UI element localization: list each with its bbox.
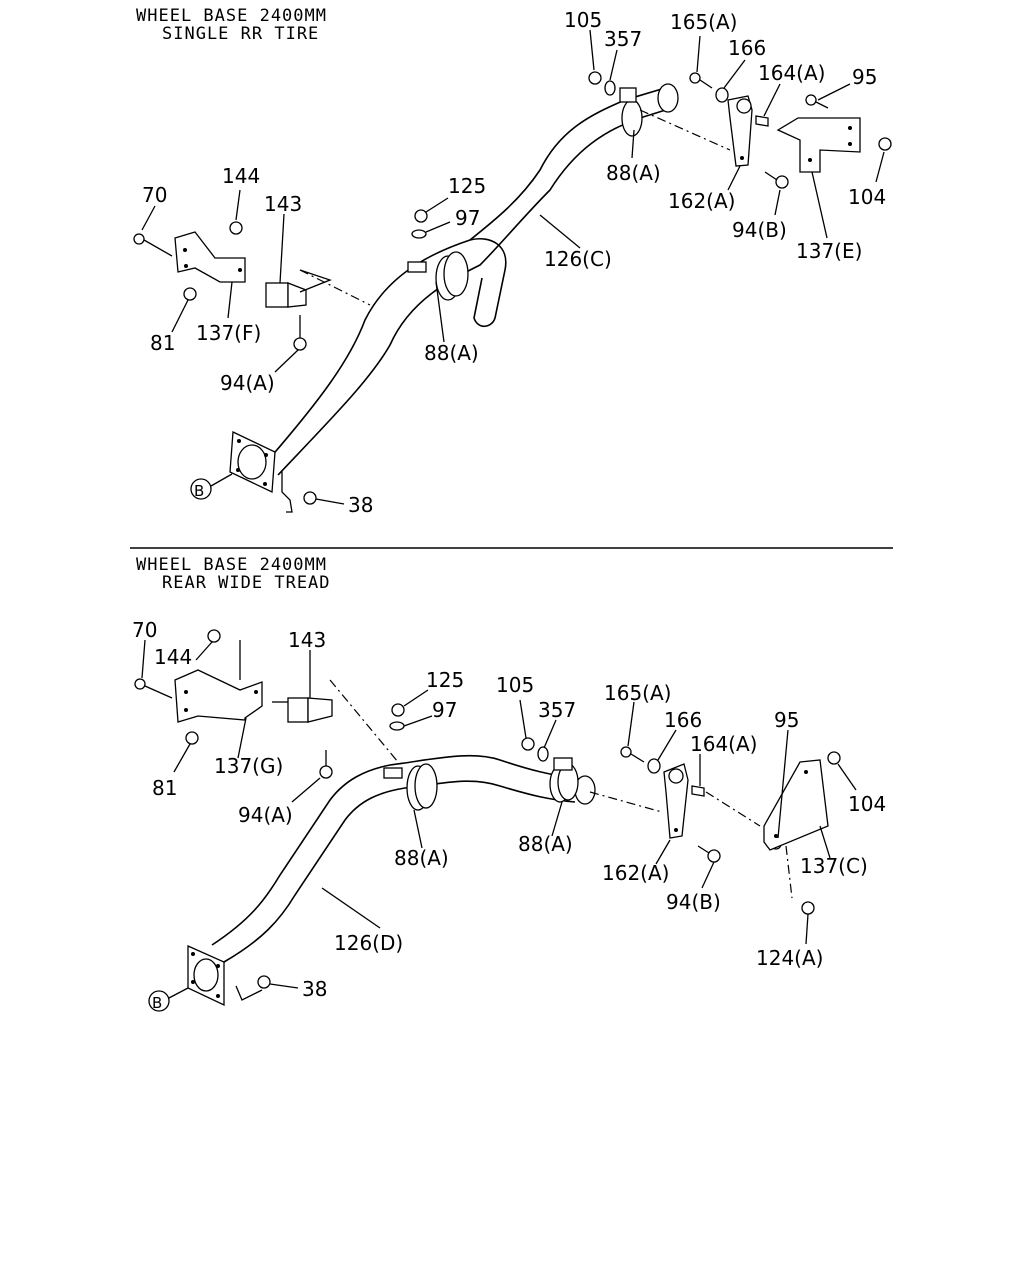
ref-mark-b-circle-2 [148, 990, 170, 1012]
bracket-137f [174, 231, 246, 283]
callout-143-2: 143 [288, 628, 326, 652]
clamp-88a-upper-1 [619, 87, 643, 137]
callout-88a-lower: 88(A) [424, 341, 479, 365]
callout-162a: 162(A) [668, 189, 735, 213]
callout-88a-right-2: 88(A) [518, 832, 573, 856]
flange-section-2 [187, 944, 225, 1007]
callout-137f: 137(F) [196, 321, 261, 345]
callout-137e: 137(E) [796, 239, 862, 263]
ref-mark-b-circle-1 [190, 478, 212, 500]
callout-165a-2: 165(A) [604, 681, 671, 705]
callout-144: 144 [222, 164, 260, 188]
callout-95: 95 [852, 65, 877, 89]
section-2-heading-line1: WHEEL BASE 2400MM [136, 555, 327, 575]
callout-164a: 164(A) [758, 61, 825, 85]
callout-125-2: 125 [426, 668, 464, 692]
clamp-88a-right-2 [549, 757, 579, 803]
callout-357: 357 [604, 27, 642, 51]
callout-38: 38 [348, 493, 373, 517]
rubber-mount-143-2 [272, 697, 333, 723]
section-1-heading-line2: SINGLE RR TIRE [162, 24, 319, 44]
callout-137c: 137(C) [800, 854, 868, 878]
leader-lines-1 [141, 29, 885, 505]
ref-mark-b-1: B [194, 482, 204, 500]
callout-165a: 165(A) [670, 10, 737, 34]
callouts-section-1: 105 357 165(A) 166 164(A) 95 88(A) 162(A… [142, 8, 886, 517]
callout-94a-2: 94(A) [238, 803, 293, 827]
callout-97-2: 97 [432, 698, 457, 722]
callout-81-2: 81 [152, 776, 177, 800]
callout-164a-2: 164(A) [690, 732, 757, 756]
callout-94a: 94(A) [220, 371, 275, 395]
callout-104-2: 104 [848, 792, 886, 816]
callout-143: 143 [264, 192, 302, 216]
hanger-162a-2 [663, 763, 705, 839]
callout-126c: 126(C) [544, 247, 612, 271]
callout-97: 97 [455, 206, 480, 230]
leader-lines-2 [141, 639, 857, 989]
callout-104: 104 [848, 185, 886, 209]
exhaust-pipe-126d [211, 754, 596, 963]
callout-166: 166 [728, 36, 766, 60]
callout-105: 105 [564, 8, 602, 32]
bracket-137g [174, 669, 263, 723]
flange-section-1 [229, 431, 276, 493]
callout-126d: 126(D) [334, 931, 403, 955]
fasteners-section-1 [133, 71, 892, 505]
callout-94b: 94(B) [732, 218, 787, 242]
callout-125: 125 [448, 174, 486, 198]
callout-124a: 124(A) [756, 946, 823, 970]
rubber-mount-143 [265, 282, 307, 308]
callout-88a-upper: 88(A) [606, 161, 661, 185]
exhaust-pipe-126c [269, 83, 679, 476]
ref-mark-b-2: B [152, 994, 162, 1012]
hanger-162a-1 [727, 95, 769, 167]
callout-166-2: 166 [664, 708, 702, 732]
callout-162a-2: 162(A) [602, 861, 669, 885]
callout-137g: 137(G) [214, 754, 283, 778]
clamp-88a-lower-1 [407, 251, 469, 301]
callout-88a-left-2: 88(A) [394, 846, 449, 870]
callout-38-2: 38 [302, 977, 327, 1001]
callout-357-2: 357 [538, 698, 576, 722]
callout-70: 70 [142, 183, 167, 207]
callout-95-2: 95 [774, 708, 799, 732]
section-1-heading-line1: WHEEL BASE 2400MM [136, 6, 327, 26]
bracket-137e [776, 117, 861, 173]
section-2-heading-line2: REAR WIDE TREAD [162, 573, 331, 593]
callout-94b-2: 94(B) [666, 890, 721, 914]
section-rear-wide-tread: WHEEL BASE 2400MM REAR WIDE TREAD B [132, 555, 886, 1012]
section-single-rr-tire: WHEEL BASE 2400MM SINGLE RR TIRE B [133, 6, 892, 517]
callouts-section-2: 70 144 143 125 97 105 357 165(A) 166 164… [132, 618, 886, 1001]
callout-105-2: 105 [496, 673, 534, 697]
bracket-137c [763, 759, 829, 851]
callout-70-2: 70 [132, 618, 157, 642]
callout-81: 81 [150, 331, 175, 355]
callout-144-2: 144 [154, 645, 192, 669]
clamp-88a-left-2 [383, 763, 438, 811]
